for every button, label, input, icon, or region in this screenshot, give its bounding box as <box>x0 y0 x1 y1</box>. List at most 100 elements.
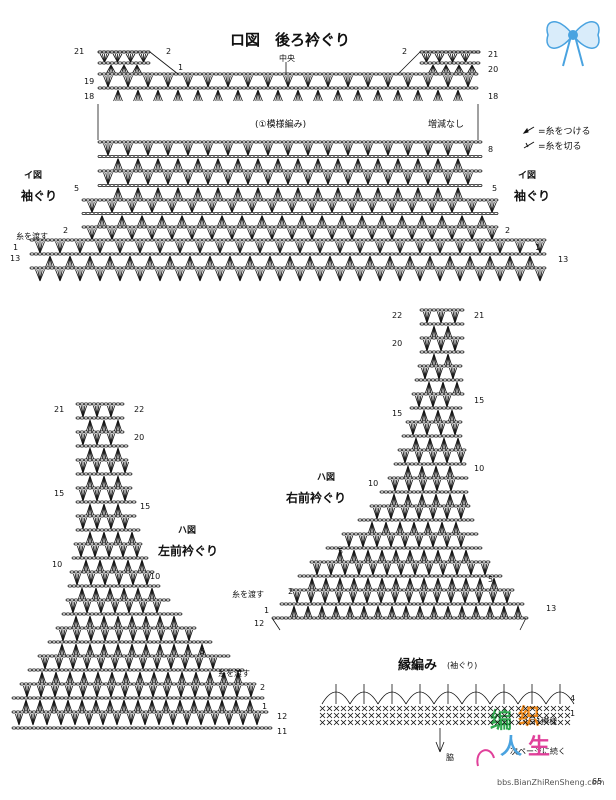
cluster-stitch <box>75 643 80 656</box>
chain-stitch <box>99 402 105 406</box>
chain-stitch <box>453 225 459 229</box>
chain-stitch <box>185 211 191 215</box>
chain-stitch <box>441 169 447 173</box>
chart-stroke <box>271 617 281 631</box>
chain-stitch <box>213 654 219 658</box>
chain-stitch <box>281 225 287 229</box>
chain-stitch <box>393 86 399 90</box>
chain-stitch <box>425 211 431 215</box>
chain-stitch <box>521 252 527 256</box>
chain-stitch <box>221 198 227 202</box>
chain-stitch <box>445 198 451 202</box>
chain-stitch <box>293 86 299 90</box>
chain-stitch <box>373 252 379 256</box>
chain-stitch <box>417 72 423 76</box>
chain-stitch <box>369 532 375 536</box>
fan-stitch <box>117 53 123 63</box>
chain-stitch <box>431 322 437 326</box>
chain-stitch <box>377 198 383 202</box>
chain-stitch <box>425 574 431 578</box>
chain-stitch <box>77 542 83 546</box>
chain-stitch <box>241 266 247 270</box>
chain-stitch <box>177 211 183 215</box>
chain-stitch <box>277 169 283 173</box>
chain-stitch <box>409 154 415 158</box>
chain-stitch <box>133 211 139 215</box>
cluster-stitch <box>61 643 66 656</box>
chain-stitch <box>441 532 447 536</box>
chain-stitch <box>437 434 443 438</box>
chain-stitch <box>99 556 105 560</box>
chain-stitch <box>105 183 111 187</box>
pattern-label: (①模様編み) <box>255 120 307 130</box>
chain-stitch <box>301 211 307 215</box>
chain-stitch <box>87 458 93 462</box>
chain-stitch <box>309 140 315 144</box>
chain-stitch <box>305 140 311 144</box>
chain-stitch <box>205 225 211 229</box>
fan-stitch <box>114 657 119 670</box>
chain-stitch <box>385 183 391 187</box>
row-label: 8 <box>488 145 494 154</box>
fan-stitch <box>432 507 437 520</box>
chain-stitch <box>387 602 393 606</box>
chain-stitch <box>421 462 427 466</box>
fan-stitch <box>198 657 203 670</box>
chain-stitch <box>419 308 425 312</box>
chain-stitch <box>285 211 291 215</box>
chain-stitch <box>385 198 391 202</box>
chain-stitch <box>413 169 419 173</box>
cluster-stitch <box>277 89 283 102</box>
chain-stitch <box>421 198 427 202</box>
chain-stitch <box>443 336 449 340</box>
chain-stitch <box>405 588 411 592</box>
chain-stitch <box>245 211 251 215</box>
chain-stitch <box>33 266 39 270</box>
chain-stitch <box>167 640 173 644</box>
chain-stitch <box>365 211 371 215</box>
cluster-stitch <box>131 531 136 544</box>
chain-stitch <box>249 140 255 144</box>
fan-stitch <box>128 657 133 670</box>
chain-stitch <box>489 225 495 229</box>
chain-stitch <box>329 588 335 592</box>
cluster-stitch <box>377 158 383 171</box>
fan-stitch <box>108 545 113 558</box>
fan-stitch <box>118 629 123 642</box>
chain-stitch <box>305 72 311 76</box>
chain-stitch <box>361 183 367 187</box>
chain-stitch <box>397 238 403 242</box>
back-neckline-chart <box>29 50 547 282</box>
chain-stitch <box>75 584 81 588</box>
chain-stitch <box>145 225 151 229</box>
chain-stitch <box>165 198 171 202</box>
chain-stitch <box>97 542 103 546</box>
chain-stitch <box>321 588 327 592</box>
edging-next: 次ページに続く <box>510 747 566 756</box>
chain-stitch <box>473 574 479 578</box>
chain-stitch <box>109 198 115 202</box>
chain-stitch <box>409 72 415 76</box>
chain-stitch <box>229 72 235 76</box>
chain-stitch <box>107 556 113 560</box>
chain-stitch <box>97 252 103 256</box>
cluster-stitch <box>237 89 243 102</box>
chain-stitch <box>519 602 525 606</box>
chain-stitch <box>83 556 89 560</box>
chain-stitch <box>329 169 335 173</box>
chain-stitch <box>321 183 327 187</box>
fan-stitch <box>451 228 457 240</box>
chain-stitch <box>89 570 95 574</box>
chain-stitch <box>205 211 211 215</box>
cluster-stitch <box>377 187 383 200</box>
chain-stitch <box>377 154 383 158</box>
chain-stitch <box>103 556 109 560</box>
chain-stitch <box>97 266 103 270</box>
chain-stitch <box>63 640 69 644</box>
chain-stitch <box>419 336 425 340</box>
chain-stitch <box>213 72 219 76</box>
cluster-stitch <box>339 577 344 590</box>
chain-stitch <box>483 616 489 620</box>
chain-stitch <box>489 266 495 270</box>
chain-stitch <box>393 183 399 187</box>
